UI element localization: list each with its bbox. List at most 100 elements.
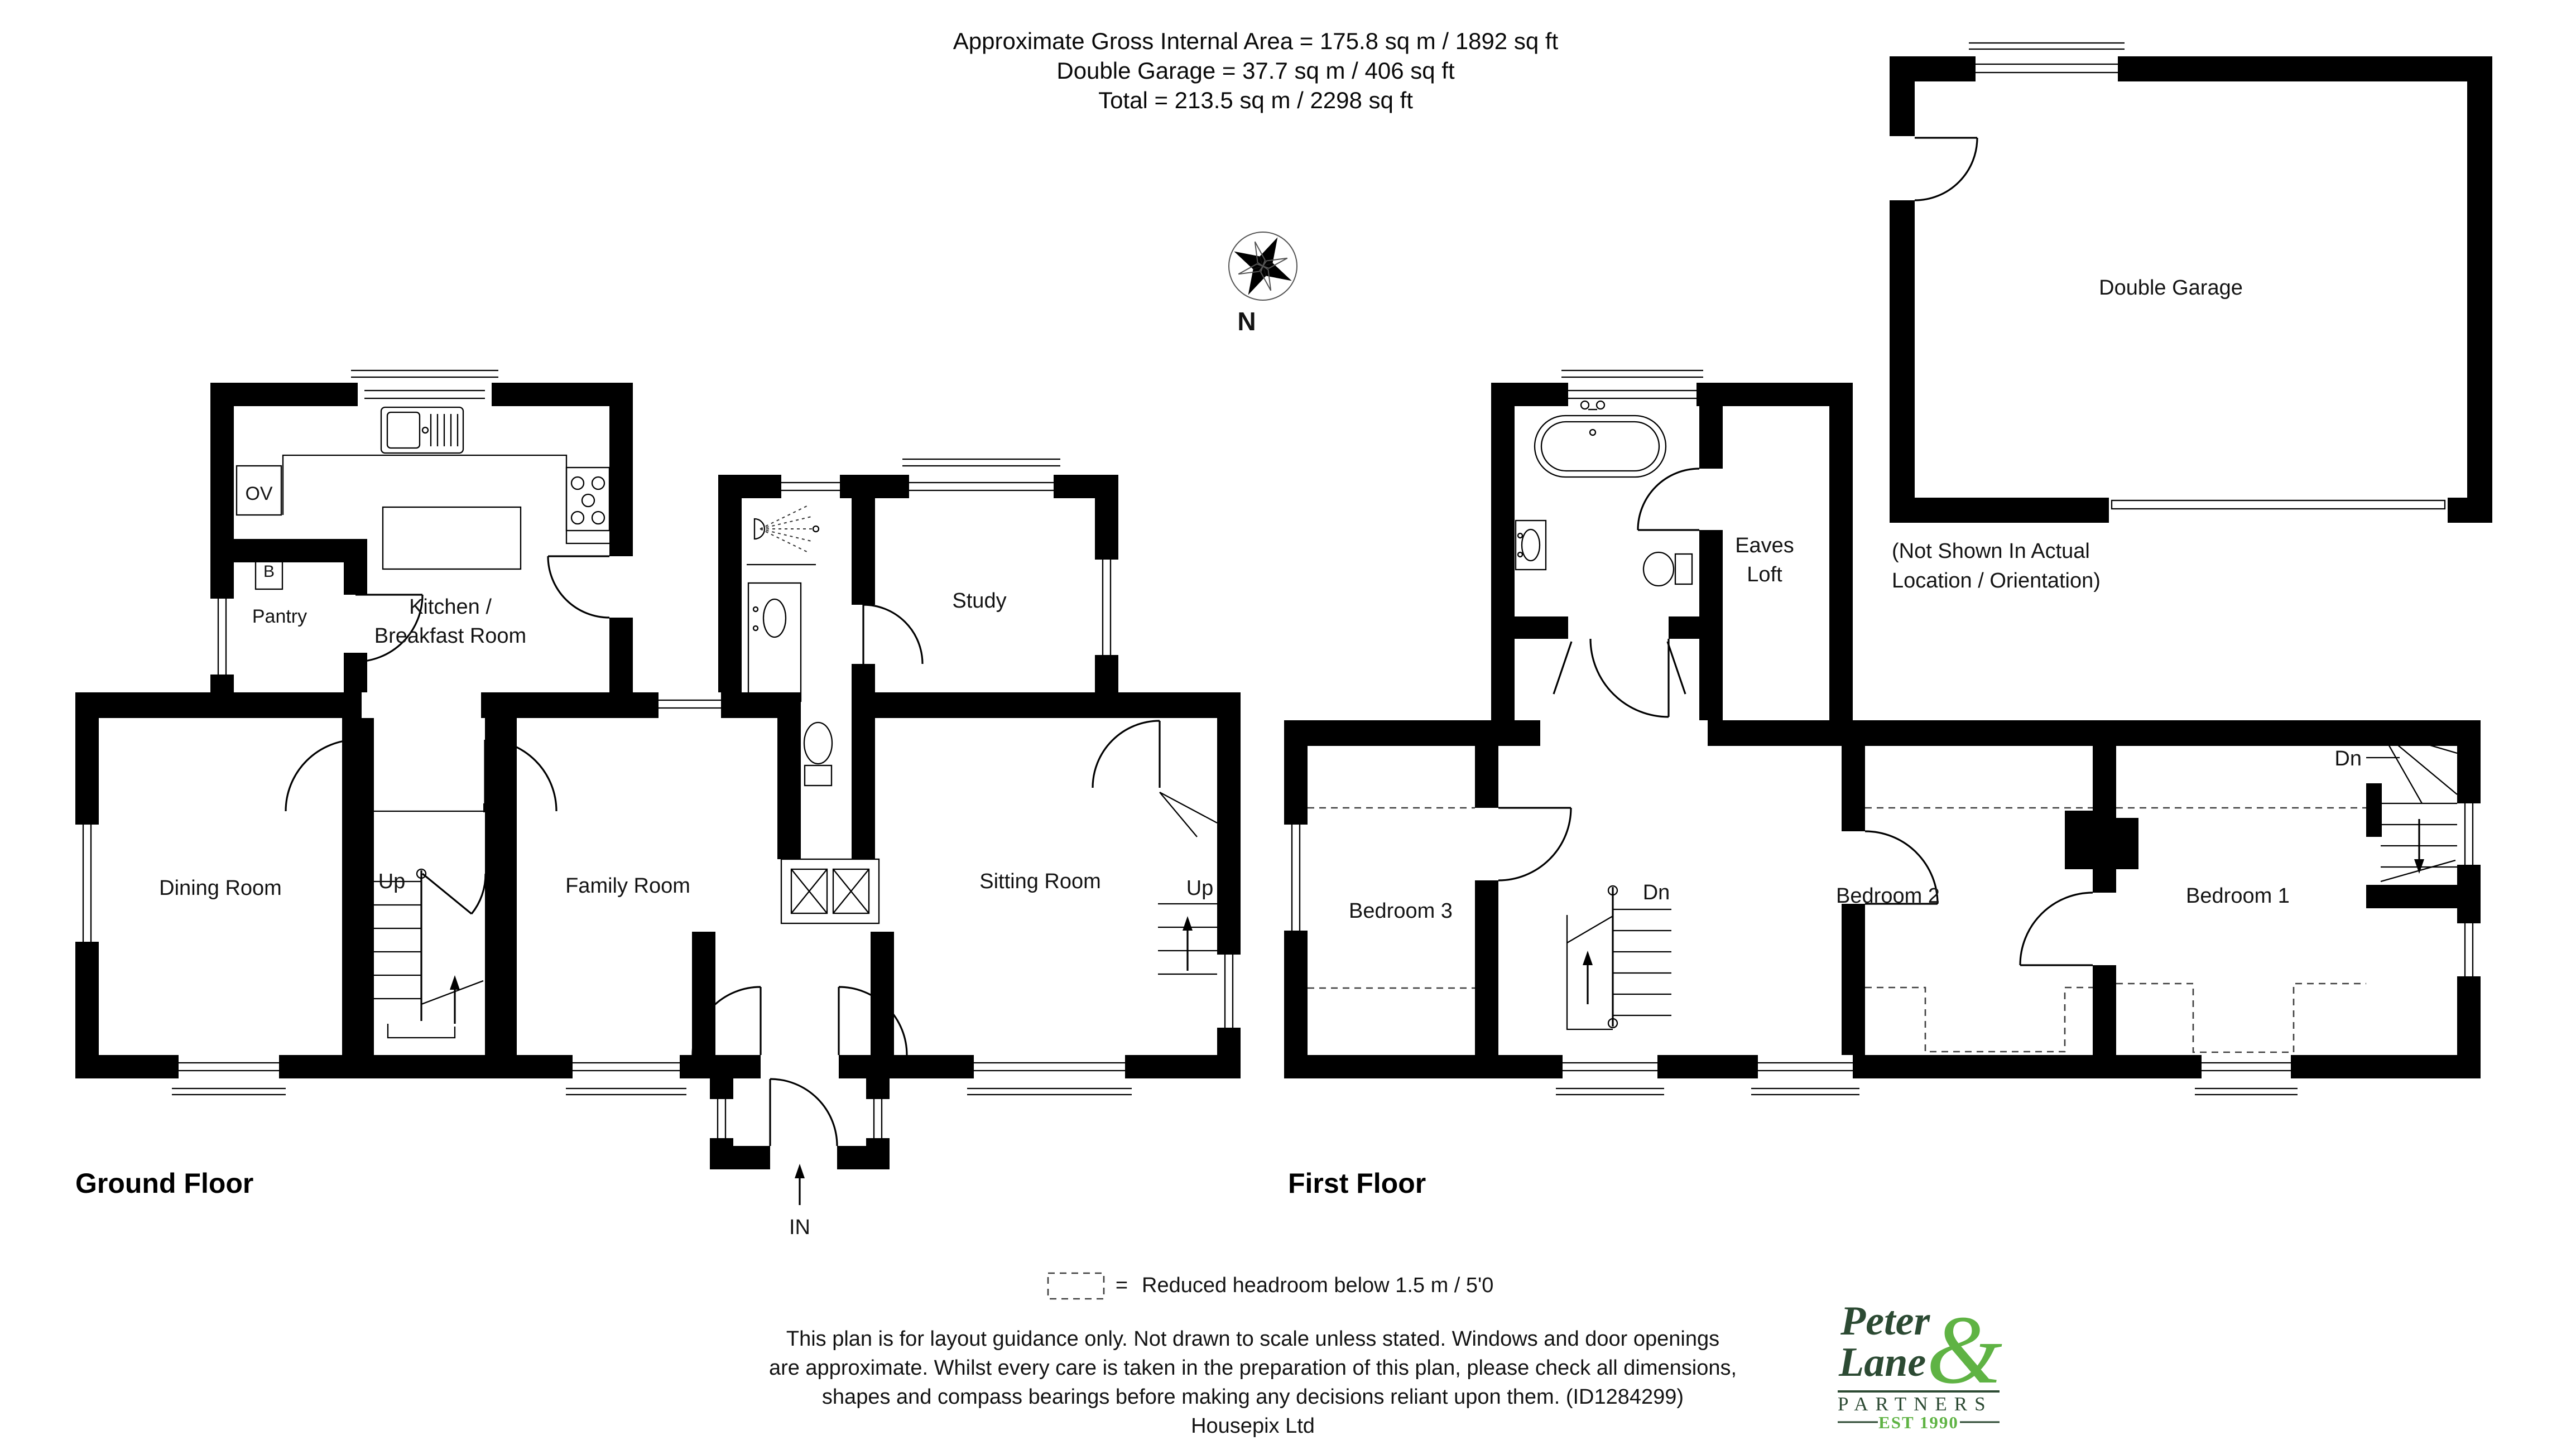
oven-label: OV xyxy=(245,483,272,504)
bedrooms-floor xyxy=(1308,746,2457,1055)
sink-basin xyxy=(386,411,421,449)
bathroom-loft-door xyxy=(1637,468,1700,531)
logo-word-lane: Lane xyxy=(1838,1340,1926,1385)
boiler-unit xyxy=(254,551,283,590)
stair-treads xyxy=(1613,908,1671,1017)
ground-floor-stairs xyxy=(362,868,487,1039)
disclaimer: This plan is for layout guidance only. N… xyxy=(769,1327,1737,1438)
fireplace-cross xyxy=(791,869,869,914)
bedroom2-door xyxy=(1864,830,1939,905)
garage-door xyxy=(2111,499,2446,510)
stair-winder xyxy=(421,980,484,1005)
basin-icon xyxy=(1521,528,1541,562)
garage-note-line1: (Not Shown In Actual xyxy=(1892,539,2090,563)
window-glazing xyxy=(1561,369,1703,399)
wall-segment xyxy=(2093,746,2116,893)
room-label-garage: Double Garage xyxy=(2099,276,2243,300)
first-floor-rooms xyxy=(1308,406,2457,1055)
window xyxy=(710,1099,733,1138)
wall-segment xyxy=(852,718,875,859)
window-glazing xyxy=(1969,42,2125,74)
fireplace-flue xyxy=(832,868,870,914)
bathtub xyxy=(1534,415,1667,478)
window xyxy=(573,1055,680,1078)
porch-door xyxy=(769,1078,838,1146)
window-glazing xyxy=(902,458,1060,492)
bath-tap-icon xyxy=(1595,400,1606,410)
window xyxy=(659,692,721,718)
fireplace xyxy=(780,858,880,924)
window xyxy=(210,599,234,675)
first-floor-plan: Eaves Loft Bedroom 3 Bedroom 2 Bedroom 1… xyxy=(1284,369,2481,1199)
chimney-breast xyxy=(2065,811,2093,869)
window xyxy=(2202,1055,2291,1078)
first-floor-doors xyxy=(1498,468,2093,966)
stair-treads xyxy=(362,880,421,1000)
up-arrow-icon xyxy=(1183,916,1193,931)
tap-icon xyxy=(1517,551,1524,558)
shower-drain-icon xyxy=(812,525,820,533)
ground-floor-openings xyxy=(362,556,852,1169)
wall-segment xyxy=(1842,904,1865,1055)
basin-icon xyxy=(762,598,787,638)
window-glazing xyxy=(1224,955,1234,1028)
wall-segment xyxy=(852,664,875,692)
window xyxy=(2457,803,2481,865)
toilet-bowl-icon xyxy=(803,721,833,765)
tap-icon xyxy=(752,606,759,613)
window-glazing xyxy=(2195,1062,2298,1096)
room-label-kitchen-line2: Breakfast Room xyxy=(374,624,526,648)
sitting-room-stairs xyxy=(1092,720,1218,975)
window-glazing xyxy=(873,1099,883,1138)
bedroom1-stairs xyxy=(2366,730,2458,883)
wall-segment xyxy=(210,539,367,562)
window-glazing xyxy=(1102,560,1112,655)
window-glazing xyxy=(659,699,721,709)
toilet-cistern xyxy=(804,764,833,787)
wall-segment xyxy=(344,653,367,692)
sink-tap-icon xyxy=(421,426,429,434)
tap-icon xyxy=(752,625,759,632)
up-arrow-icon xyxy=(450,975,460,990)
garage-plan: Double Garage (Not Shown In Actual Locat… xyxy=(1890,42,2492,592)
first-floor-stairs xyxy=(1566,885,1671,1030)
back-door xyxy=(547,555,610,619)
window xyxy=(1568,383,1696,406)
logo-ampersand: & xyxy=(1926,1295,2002,1404)
window-glazing xyxy=(1291,825,1301,931)
ground-floor-plan: Kitchen / Breakfast Room Pantry B OV Din… xyxy=(75,369,1241,1239)
cupboard-door-leaf xyxy=(1666,641,1686,695)
disclaimer-line3: shapes and compass bearings before makin… xyxy=(822,1385,1684,1409)
headroom-legend-swatch xyxy=(1047,1272,1105,1300)
ground-floor-labels: Kitchen / Breakfast Room Pantry B OV Din… xyxy=(75,483,1213,1239)
headroom-line xyxy=(2116,982,2366,1053)
cloakroom-fixtures xyxy=(747,505,833,787)
headroom-legend: = Reduced headroom below 1.5 m / 5'0 xyxy=(1047,1272,1493,1300)
hall-opening xyxy=(362,692,481,718)
bath-tap-icon xyxy=(1580,400,1590,410)
vanity-unit xyxy=(747,582,802,702)
front-door-left xyxy=(691,986,762,1056)
window-glazing xyxy=(781,481,840,492)
room-label-kitchen-line1: Kitchen / xyxy=(409,595,492,619)
room-label-bedroom1: Bedroom 1 xyxy=(2186,884,2290,908)
area-summary: Approximate Gross Internal Area = 175.8 … xyxy=(953,28,1559,113)
hob-ring-icon xyxy=(581,493,595,508)
double-door-right xyxy=(484,739,558,812)
room-label-family: Family Room xyxy=(565,874,690,898)
wall-segment xyxy=(871,932,894,1055)
ground-floor-doors xyxy=(285,555,924,1146)
porch-floor xyxy=(733,1078,866,1146)
window-glazing xyxy=(217,599,227,675)
hob-unit xyxy=(565,466,611,532)
room-label-bedroom2: Bedroom 2 xyxy=(1836,884,1940,908)
room-label-dining: Dining Room xyxy=(159,876,282,900)
stairs-up-label: Up xyxy=(378,870,406,893)
sink-drainer xyxy=(430,414,459,446)
headroom-line xyxy=(1865,986,2093,1053)
landing-door xyxy=(1589,638,1670,718)
window-glazing xyxy=(351,369,498,399)
room-label-pantry: Pantry xyxy=(252,606,307,627)
wall-segment xyxy=(1699,406,1723,469)
